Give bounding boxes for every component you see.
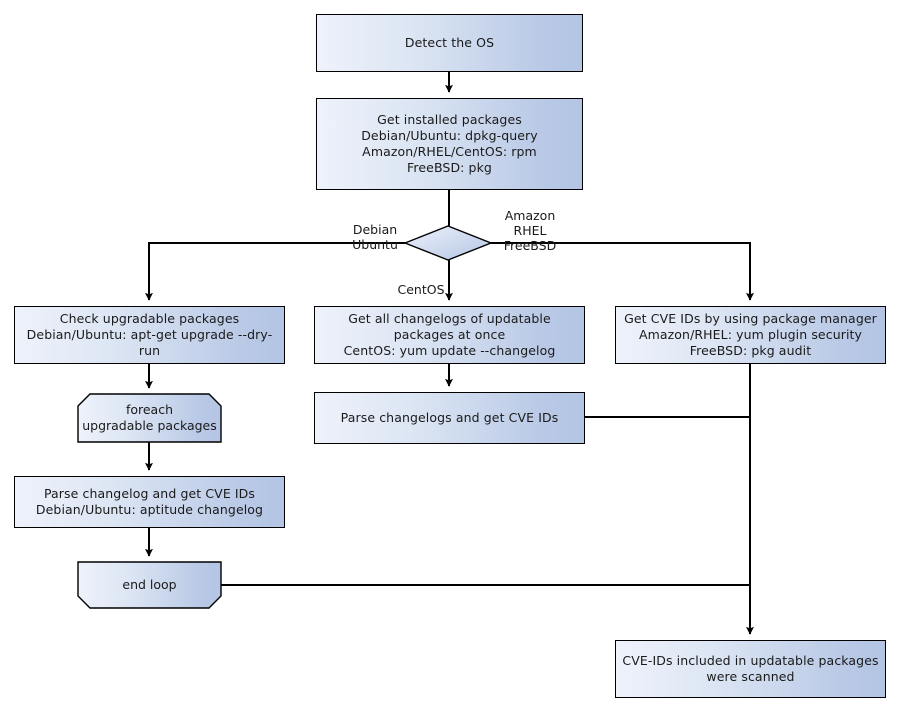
- node-get-all-changelogs[interactable]: Get all changelogs of updatable packages…: [314, 306, 585, 364]
- node-get-cve-ids-package-manager-label: Get CVE IDs by using package manager Ama…: [624, 311, 877, 358]
- node-check-upgradable-packages-label: Check upgradable packages Debian/Ubuntu:…: [26, 311, 273, 358]
- os-decision-diamond: [403, 225, 493, 261]
- node-foreach-upgradable-packages[interactable]: foreach upgradable packages: [78, 394, 221, 442]
- node-get-all-changelogs-label: Get all changelogs of updatable packages…: [343, 311, 556, 358]
- node-cve-ids-scanned[interactable]: CVE-IDs included in updatable packages w…: [615, 640, 886, 698]
- node-detect-os-label: Detect the OS: [404, 35, 495, 50]
- edge-label-amazon-rhel-freebsd-text: Amazon RHEL FreeBSD: [503, 208, 557, 253]
- edge-label-debian-ubuntu-text: Debian Ubuntu: [352, 222, 398, 252]
- edge-label-centos: CentOS: [393, 267, 449, 297]
- node-parse-changelogs-cve-ids[interactable]: Parse changelogs and get CVE IDs: [314, 392, 585, 444]
- node-parse-changelog-cve-ids[interactable]: Parse changelog and get CVE IDs Debian/U…: [14, 476, 285, 528]
- node-get-installed-packages[interactable]: Get installed packages Debian/Ubuntu: dp…: [316, 98, 583, 190]
- edge-label-amazon-rhel-freebsd: Amazon RHEL FreeBSD: [495, 193, 565, 253]
- edge-label-debian-ubuntu: Debian Ubuntu: [347, 207, 403, 252]
- node-parse-changelog-cve-ids-label: Parse changelog and get CVE IDs Debian/U…: [35, 486, 264, 517]
- node-check-upgradable-packages[interactable]: Check upgradable packages Debian/Ubuntu:…: [14, 306, 285, 364]
- node-parse-changelogs-cve-ids-label: Parse changelogs and get CVE IDs: [340, 410, 559, 425]
- node-end-loop-label: end loop: [122, 577, 177, 592]
- node-foreach-upgradable-packages-label: foreach upgradable packages: [82, 402, 217, 433]
- node-cve-ids-scanned-label: CVE-IDs included in updatable packages w…: [622, 653, 879, 684]
- edge-label-centos-text: CentOS: [397, 282, 445, 297]
- node-get-cve-ids-package-manager[interactable]: Get CVE IDs by using package manager Ama…: [615, 306, 886, 364]
- node-get-installed-packages-label: Get installed packages Debian/Ubuntu: dp…: [361, 112, 538, 175]
- node-end-loop[interactable]: end loop: [78, 562, 221, 608]
- node-detect-os[interactable]: Detect the OS: [316, 14, 583, 72]
